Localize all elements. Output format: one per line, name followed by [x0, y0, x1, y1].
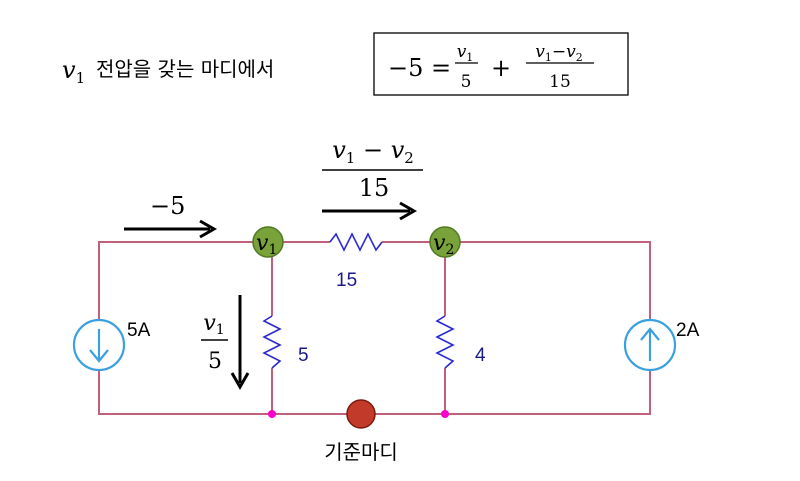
branch-num-a: v	[332, 136, 346, 164]
frac2-num-minus: −	[552, 42, 566, 62]
down-den: 5	[208, 349, 222, 374]
node-v2: v2	[429, 226, 461, 258]
branch-minus: −	[355, 136, 390, 164]
branch-current-fraction: v1 − v2 15	[322, 136, 423, 202]
svg-text:v1 − v2: v1 − v2	[332, 136, 414, 167]
header-var-sub: 1	[76, 69, 86, 87]
equation-plus: +	[491, 54, 511, 82]
wire-top-left	[98, 241, 272, 320]
svg-text:v1: v1	[457, 42, 474, 64]
header: v1 전압을 갖는 마디에서 −5 = v1 5 + v1−v2 15	[62, 32, 629, 96]
svg-text:v1−v2: v1−v2	[535, 42, 582, 64]
arrow-down	[230, 295, 250, 391]
r-right-label: 4	[475, 345, 486, 366]
header-var: v	[62, 56, 76, 84]
frac2-num-a: v	[535, 42, 545, 62]
branch-den: 15	[359, 174, 390, 202]
frac1-num: v	[457, 42, 467, 62]
svg-text:v1: v1	[203, 311, 224, 338]
svg-text:v2: v2	[433, 231, 454, 258]
wires	[98, 241, 651, 415]
frac2-num-a-sub: 1	[545, 51, 552, 64]
frac2-num-b-sub: 2	[576, 51, 583, 64]
wire-top-right	[445, 241, 651, 320]
reference-node	[346, 399, 376, 429]
branch-num-b-sub: 2	[404, 149, 414, 167]
frac1-num-sub: 1	[466, 51, 473, 64]
equation-lhs: −5 =	[388, 54, 451, 82]
frac2-den: 15	[549, 72, 571, 92]
arrow-top-mid	[322, 201, 418, 221]
wire-bottom	[98, 370, 651, 415]
svg-text:v1: v1	[256, 231, 277, 258]
reference-label: 기준마디	[324, 440, 398, 464]
junction-left	[268, 410, 276, 418]
branch-num-b: v	[391, 136, 405, 164]
resistor-5	[262, 315, 282, 369]
current-source-2a	[623, 318, 677, 372]
source-right-label: 2A	[676, 320, 700, 341]
r-series-label: 15	[336, 270, 357, 291]
resistor-4	[435, 315, 455, 369]
svg-text:v1: v1	[62, 56, 85, 87]
down-num: v	[203, 311, 216, 336]
arrow-top-left	[124, 219, 218, 239]
header-text: 전압을 갖는 마디에서	[96, 57, 274, 81]
node-v1-var: v	[256, 231, 269, 256]
down-num-sub: 1	[216, 322, 225, 338]
source-left-label: 5A	[127, 320, 151, 341]
junction-right	[441, 410, 449, 418]
frac1-den: 5	[461, 72, 472, 92]
node-v2-sub: 2	[445, 242, 454, 258]
equation-box	[373, 32, 629, 96]
node-v1: v1	[252, 226, 284, 258]
node-v2-var: v	[433, 231, 446, 256]
r-left-label: 5	[298, 345, 309, 366]
resistor-15	[329, 232, 383, 252]
current-source-5a	[72, 318, 126, 372]
branch-num-a-sub: 1	[346, 149, 356, 167]
top-current-label: −5	[150, 192, 185, 220]
down-current-fraction: v1 5	[201, 311, 228, 374]
node-v1-sub: 1	[268, 242, 277, 258]
frac2-num-b: v	[566, 42, 576, 62]
